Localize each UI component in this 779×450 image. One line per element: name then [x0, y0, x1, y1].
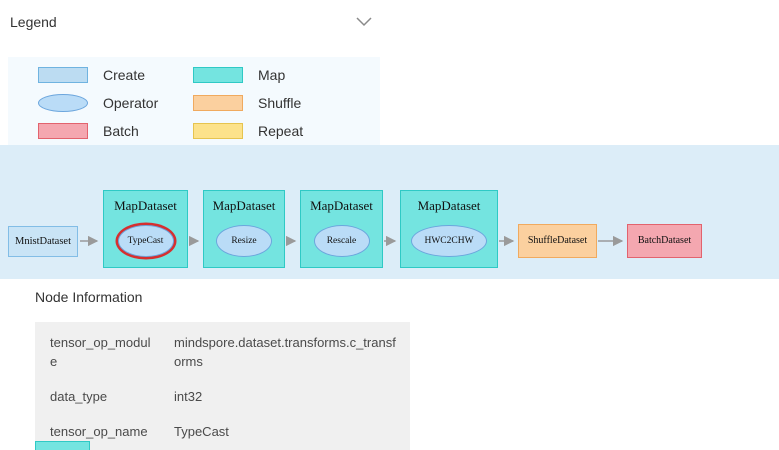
table-row: data_type int32 — [35, 380, 410, 415]
map-node-title: MapDataset — [114, 198, 177, 213]
legend-item-create: Create — [38, 67, 193, 83]
info-value: TypeCast — [174, 423, 229, 439]
operator-node-hwc2chw[interactable]: HWC2CHW — [411, 225, 487, 257]
map-node-title: MapDataset — [212, 198, 276, 213]
node-map-dataset-1[interactable]: MapDataset TypeCast — [103, 190, 188, 268]
dataset-graph-canvas[interactable]: MnistDataset MapDataset TypeCast MapData… — [0, 145, 779, 279]
batch-swatch-icon — [38, 123, 88, 139]
node-batch-dataset[interactable]: BatchDataset — [627, 224, 702, 258]
info-key: tensor_op_module — [50, 335, 151, 369]
minimap-map-node — [35, 441, 90, 450]
node-map-dataset-3[interactable]: MapDataset Rescale — [300, 190, 383, 268]
info-key: tensor_op_name — [50, 423, 148, 439]
legend-item-label: Shuffle — [258, 95, 302, 111]
node-information-table: tensor_op_module mindspore.dataset.trans… — [35, 322, 410, 450]
operator-node-resize[interactable]: Resize — [216, 225, 272, 257]
operator-swatch-icon — [38, 94, 88, 112]
legend-item-label: Create — [103, 67, 146, 83]
node-map-dataset-2[interactable]: MapDataset Resize — [203, 190, 285, 268]
shuffle-swatch-icon — [193, 95, 243, 111]
info-value: int32 — [174, 388, 203, 404]
node-shuffle-dataset[interactable]: ShuffleDataset — [518, 224, 597, 258]
map-swatch-icon — [193, 67, 243, 83]
map-node-title: MapDataset — [417, 198, 481, 213]
table-row: tensor_op_module mindspore.dataset.trans… — [35, 326, 410, 380]
legend-row: Create Map — [38, 61, 380, 89]
operator-node-typecast[interactable]: TypeCast — [117, 225, 174, 257]
node-mnist-dataset[interactable]: MnistDataset — [8, 226, 78, 257]
operator-node-rescale[interactable]: Rescale — [313, 225, 370, 257]
info-key: data_type — [50, 388, 108, 404]
legend-row: Operator Shuffle — [38, 89, 380, 117]
legend-item-repeat: Repeat — [193, 123, 348, 139]
legend-item-label: Batch — [103, 123, 139, 139]
node-map-dataset-4[interactable]: MapDataset HWC2CHW — [400, 190, 498, 268]
map-node-title: MapDataset — [310, 198, 373, 213]
chevron-down-icon[interactable] — [355, 16, 373, 28]
legend-panel: Create Map Operator Shuffle Batch — [8, 57, 380, 149]
legend-item-operator: Operator — [38, 94, 193, 112]
legend-title: Legend — [10, 14, 57, 30]
legend-item-label: Operator — [103, 95, 159, 111]
legend-item-batch: Batch — [38, 123, 193, 139]
legend-item-shuffle: Shuffle — [193, 95, 348, 111]
info-value: mindspore.dataset.transforms.c_transform… — [174, 335, 396, 369]
table-row: tensor_op_name TypeCast — [35, 415, 410, 450]
node-information-title: Node Information — [35, 289, 143, 305]
repeat-swatch-icon — [193, 123, 243, 139]
create-swatch-icon — [38, 67, 88, 83]
legend-item-label: Repeat — [258, 123, 304, 139]
legend-row: Batch Repeat — [38, 117, 380, 145]
legend-item-map: Map — [193, 67, 348, 83]
legend-item-label: Map — [258, 67, 286, 83]
